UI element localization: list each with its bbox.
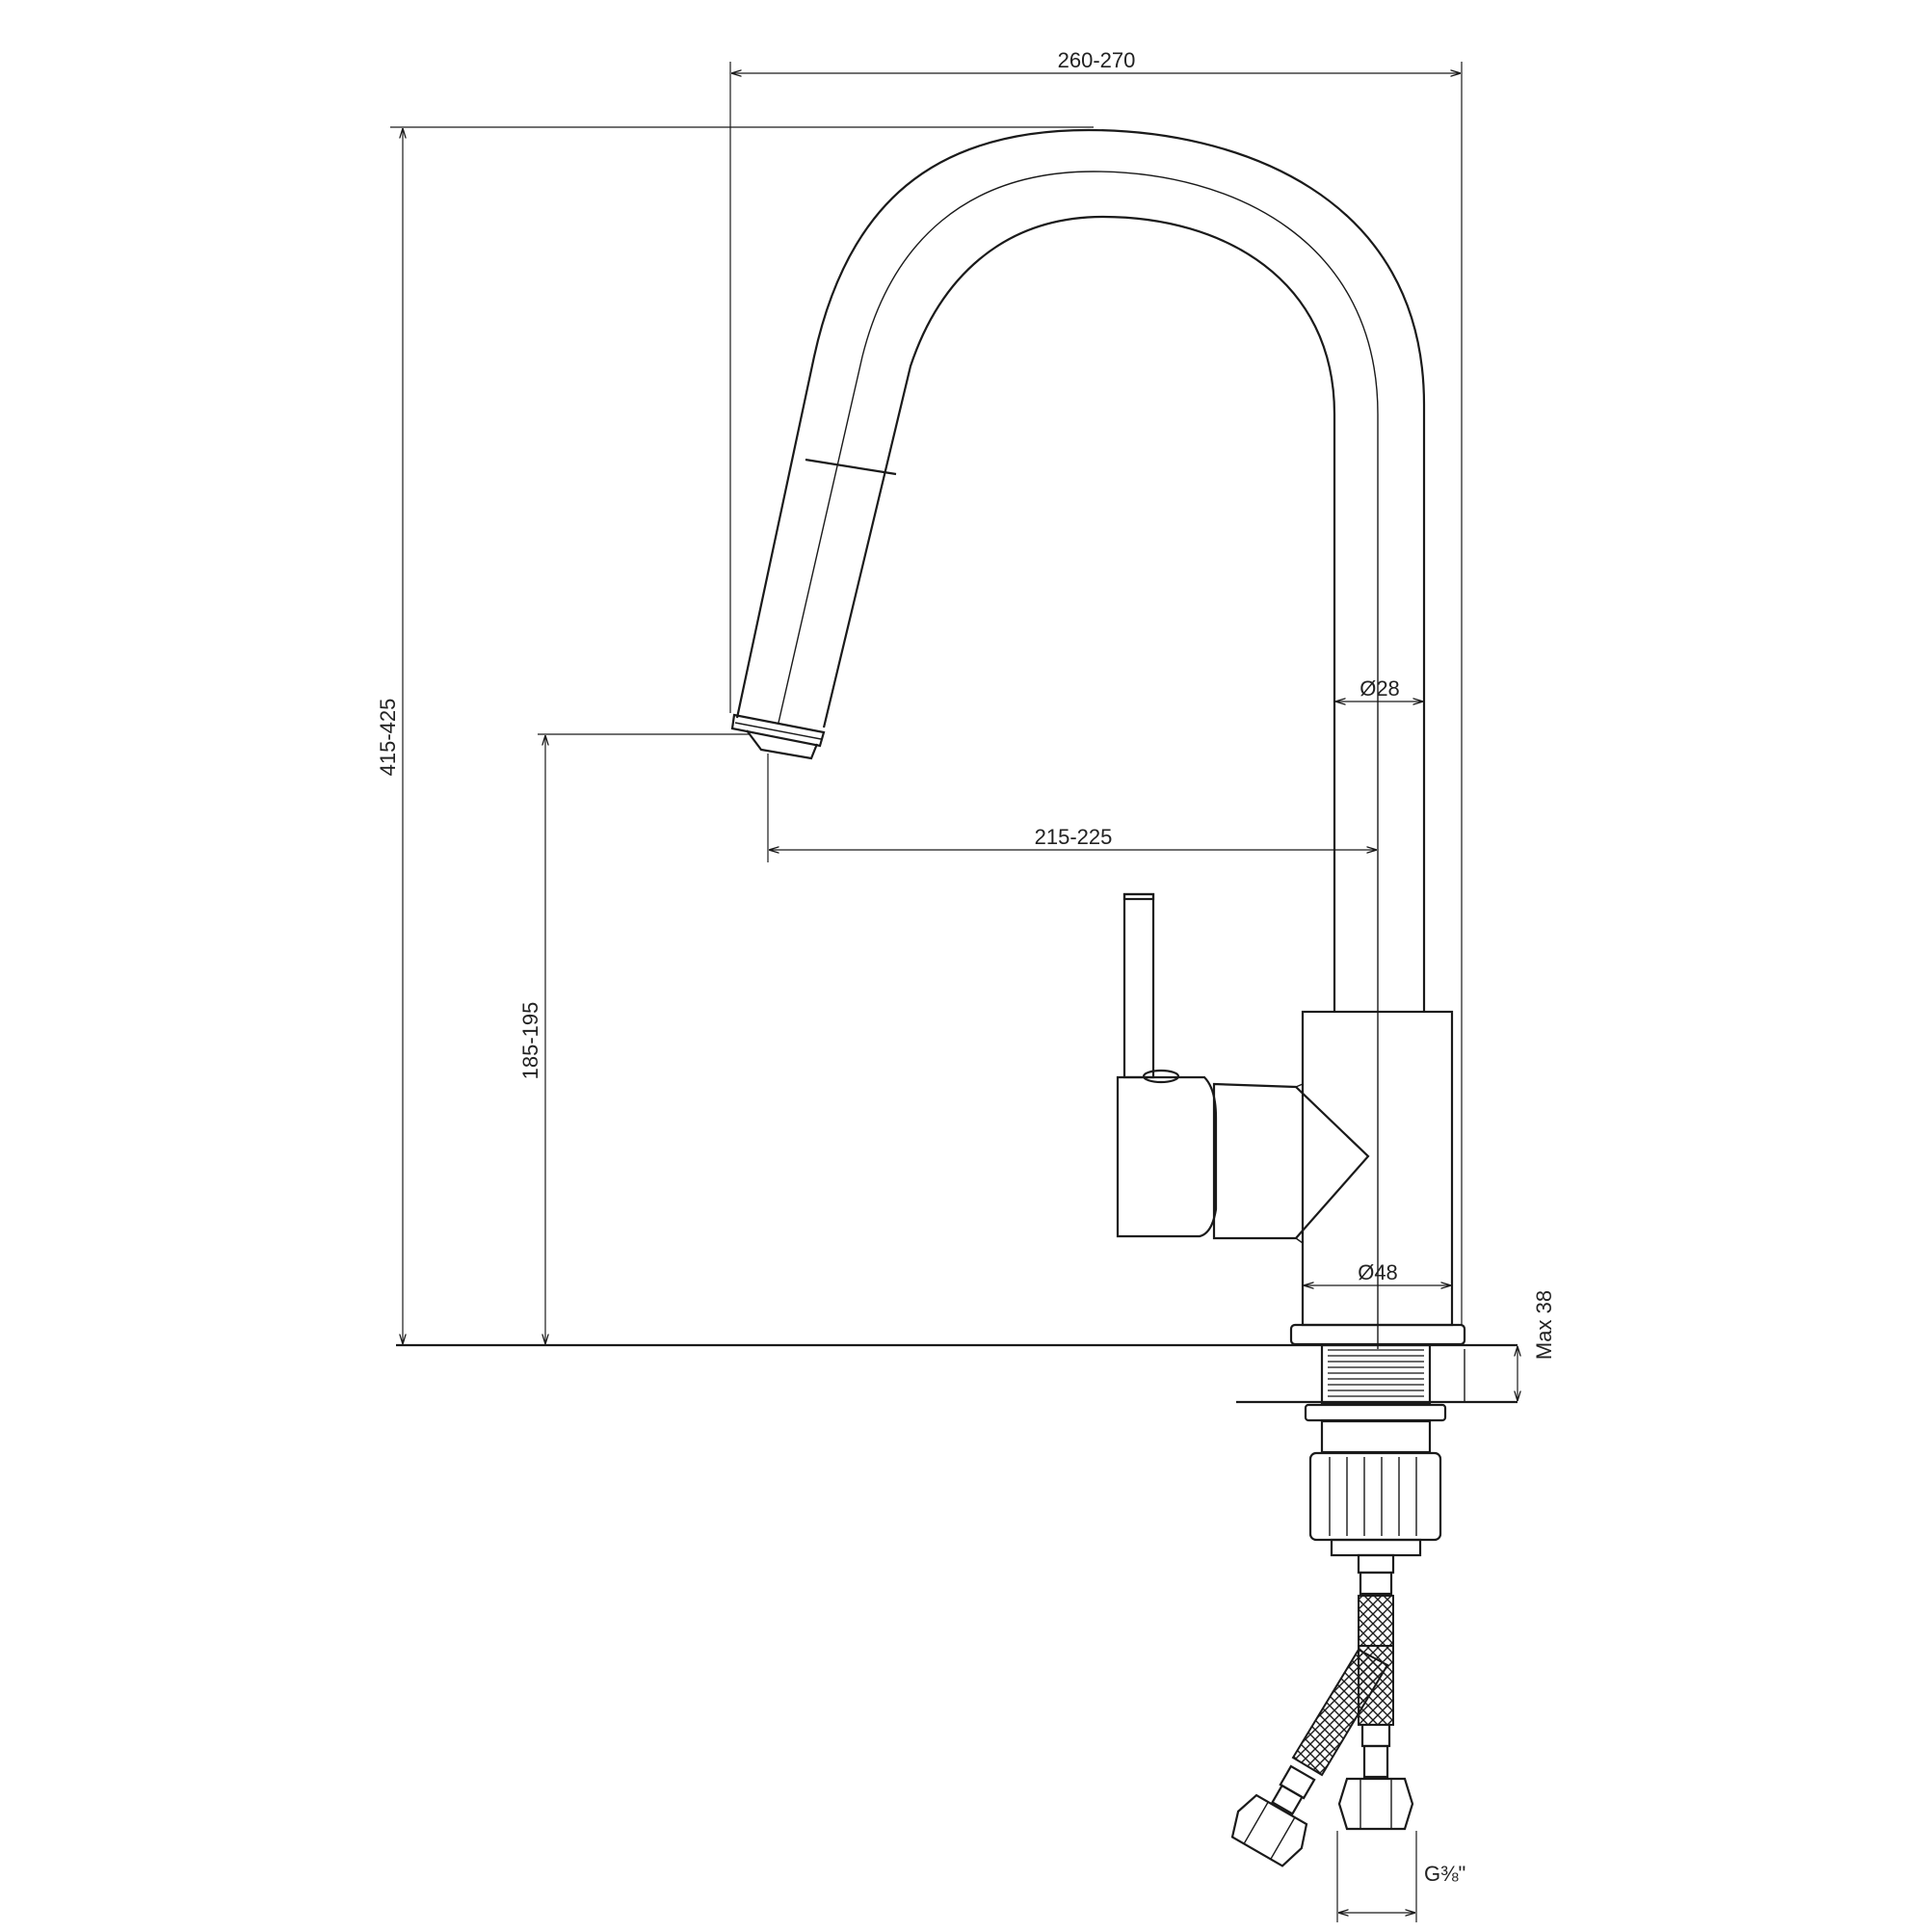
dim-body-diameter: Ø48 xyxy=(1358,1260,1398,1284)
dim-spout-height: 185-195 xyxy=(518,1002,542,1080)
spout xyxy=(730,128,1426,1012)
dimension-lines xyxy=(390,62,1518,1922)
dim-hose-connection: G⅜" xyxy=(1424,1862,1465,1886)
faucet-body xyxy=(1116,892,1454,1349)
dim-spout-reach: 215-225 xyxy=(1035,825,1113,849)
dim-overall-height: 415-425 xyxy=(376,699,400,777)
dim-max-thickness: Max 38 xyxy=(1532,1290,1556,1360)
dim-overall-width: 260-270 xyxy=(1058,48,1136,72)
dim-spout-diameter: Ø28 xyxy=(1359,676,1400,701)
mounting-assembly xyxy=(396,1323,1518,1557)
supply-hoses xyxy=(1230,1553,1414,1867)
